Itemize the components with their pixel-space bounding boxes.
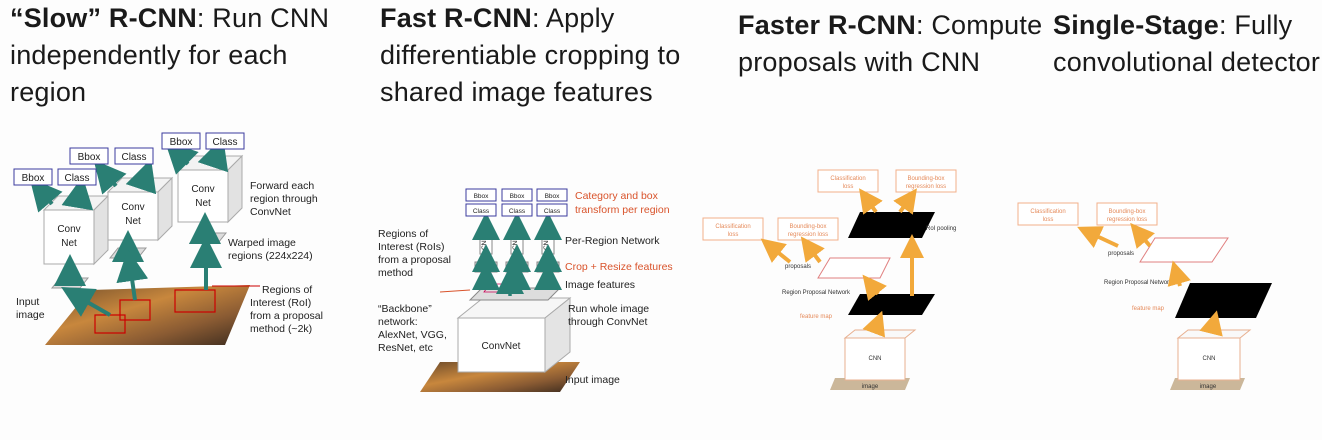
single-stage-title: Single-Stage: Fully convolutional detect… xyxy=(1053,10,1321,77)
svg-text:Region Proposal Network: Region Proposal Network xyxy=(1104,280,1173,286)
svg-text:Bbox: Bbox xyxy=(78,152,101,163)
svg-text:Conv: Conv xyxy=(121,202,144,213)
svg-text:CNN: CNN xyxy=(543,236,550,250)
svg-text:Bbox: Bbox xyxy=(545,193,561,200)
svg-text:loss: loss xyxy=(843,184,854,190)
svg-text:Regions of: Regions of xyxy=(378,228,428,240)
svg-text:Net: Net xyxy=(195,198,211,209)
svg-text:ConvNet: ConvNet xyxy=(250,206,291,218)
svg-text:Bounding-box: Bounding-box xyxy=(907,176,944,182)
svg-text:RoI pooling: RoI pooling xyxy=(926,226,956,232)
svg-text:loss: loss xyxy=(728,232,739,238)
svg-text:regression loss: regression loss xyxy=(788,232,828,238)
svg-text:Bounding-box: Bounding-box xyxy=(1108,209,1145,215)
svg-text:Bbox: Bbox xyxy=(170,137,193,148)
svg-text:image: image xyxy=(16,309,45,321)
svg-text:regression loss: regression loss xyxy=(1107,217,1147,223)
svg-text:Crop + Resize features: Crop + Resize features xyxy=(565,261,673,273)
svg-text:loss: loss xyxy=(1043,217,1054,223)
svg-text:regions (224x224): regions (224x224) xyxy=(228,250,313,262)
svg-text:Class: Class xyxy=(509,208,526,215)
svg-text:Conv: Conv xyxy=(191,184,214,195)
feature-map-ss xyxy=(1175,283,1272,318)
svg-text:Bounding-box: Bounding-box xyxy=(789,224,826,230)
svg-text:Classification: Classification xyxy=(1030,209,1065,215)
convnet-cube-3: Conv Net xyxy=(176,154,244,224)
svg-text:Warped image: Warped image xyxy=(228,237,296,249)
svg-text:Classification: Classification xyxy=(830,176,865,182)
svg-text:regression loss: regression loss xyxy=(906,184,946,190)
svg-text:Bbox: Bbox xyxy=(474,193,490,200)
svg-text:proposals: proposals xyxy=(1108,251,1134,257)
svg-text:Regions of: Regions of xyxy=(262,284,312,296)
svg-text:ResNet, etc: ResNet, etc xyxy=(378,342,433,354)
svg-text:Classification: Classification xyxy=(715,224,750,230)
class-label-1: Class xyxy=(64,173,89,184)
convnet-label-bottom: Net xyxy=(61,238,77,249)
svg-text:proposals: proposals xyxy=(785,264,811,270)
faster-rcnn-diagram: image CNN feature map Region Proposal Ne… xyxy=(702,169,957,390)
svg-text:“Backbone”: “Backbone” xyxy=(378,303,432,315)
svg-text:region through: region through xyxy=(250,193,318,205)
fast-rcnn-diagram: ConvNet CNN CNN CNN xyxy=(378,188,673,392)
convnet-label: ConvNet xyxy=(482,341,521,352)
svg-text:Region Proposal Network: Region Proposal Network xyxy=(782,290,851,296)
svg-text:image: image xyxy=(1200,384,1217,390)
svg-text:CNN: CNN xyxy=(869,356,882,362)
svg-text:Class: Class xyxy=(121,152,146,163)
cnn-tower-label: CNN xyxy=(481,236,488,250)
convnet-label-top: Conv xyxy=(57,224,80,235)
slow-rcnn-diagram: Conv Net Conv Net Conv Net xyxy=(13,132,323,345)
svg-text:from a proposal: from a proposal xyxy=(250,310,323,322)
convnet-cube-1: Conv Net xyxy=(42,194,110,266)
svg-text:Forward each: Forward each xyxy=(250,180,314,192)
svg-text:Bbox: Bbox xyxy=(510,193,526,200)
slow-rcnn-title: “Slow” R-CNN: Run CNN independently for … xyxy=(10,3,330,107)
svg-text:CNN: CNN xyxy=(512,236,519,250)
svg-text:Per-Region Network: Per-Region Network xyxy=(565,235,660,247)
faster-rcnn-title: Faster R-CNN: Compute proposals with CNN xyxy=(738,10,1043,77)
svg-text:Input image: Input image xyxy=(565,374,620,386)
svg-text:from a proposal: from a proposal xyxy=(378,254,451,266)
svg-text:image: image xyxy=(862,384,879,390)
svg-text:feature map: feature map xyxy=(1132,306,1165,312)
svg-text:Interest (RoI): Interest (RoI) xyxy=(250,297,311,309)
svg-text:through ConvNet: through ConvNet xyxy=(568,316,647,328)
svg-text:Input: Input xyxy=(16,296,39,308)
single-stage-diagram: image CNN feature map Region Proposal Ne… xyxy=(1017,202,1272,390)
feature-map xyxy=(848,294,935,315)
svg-text:Net: Net xyxy=(125,216,141,227)
svg-text:transform per region: transform per region xyxy=(575,204,670,216)
svg-text:Interest (RoIs): Interest (RoIs) xyxy=(378,241,445,253)
svg-text:feature map: feature map xyxy=(800,314,833,320)
svg-text:CNN: CNN xyxy=(1203,356,1216,362)
convnet-cube-2: Conv Net xyxy=(106,176,174,242)
image-features-plane xyxy=(468,287,562,301)
svg-text:Run whole image: Run whole image xyxy=(568,303,649,315)
svg-text:method (~2k): method (~2k) xyxy=(250,323,312,335)
svg-text:Class: Class xyxy=(212,137,237,148)
svg-text:AlexNet, VGG,: AlexNet, VGG, xyxy=(378,329,447,341)
svg-text:network:: network: xyxy=(378,316,418,328)
fast-rcnn-title: Fast R-CNN: Apply differentiable croppin… xyxy=(380,3,681,107)
svg-text:Class: Class xyxy=(473,208,490,215)
svg-text:Category and box: Category and box xyxy=(575,190,659,202)
svg-text:Class: Class xyxy=(544,208,561,215)
svg-text:method: method xyxy=(378,267,413,279)
svg-text:Image features: Image features xyxy=(565,279,635,291)
bbox-label-1: Bbox xyxy=(22,173,45,184)
